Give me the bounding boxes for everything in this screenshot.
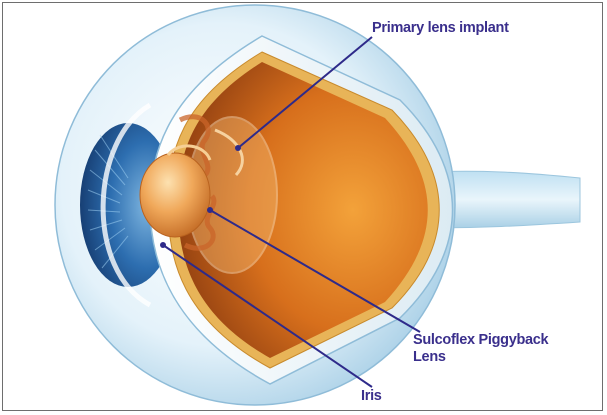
leader-dot-iris bbox=[160, 242, 166, 248]
label-primary-lens-implant: Primary lens implant bbox=[372, 20, 509, 37]
sulcoflex-piggyback-lens bbox=[140, 153, 210, 237]
leader-dot-sulcoflex bbox=[207, 207, 213, 213]
label-sulcoflex-piggyback-lens: Sulcoflex Piggyback Lens bbox=[413, 332, 548, 366]
label-sulcoflex-line2: Lens bbox=[413, 349, 548, 366]
label-sulcoflex-line1: Sulcoflex Piggyback bbox=[413, 332, 548, 349]
label-iris: Iris bbox=[361, 388, 382, 405]
leader-dot-primary bbox=[235, 145, 241, 151]
